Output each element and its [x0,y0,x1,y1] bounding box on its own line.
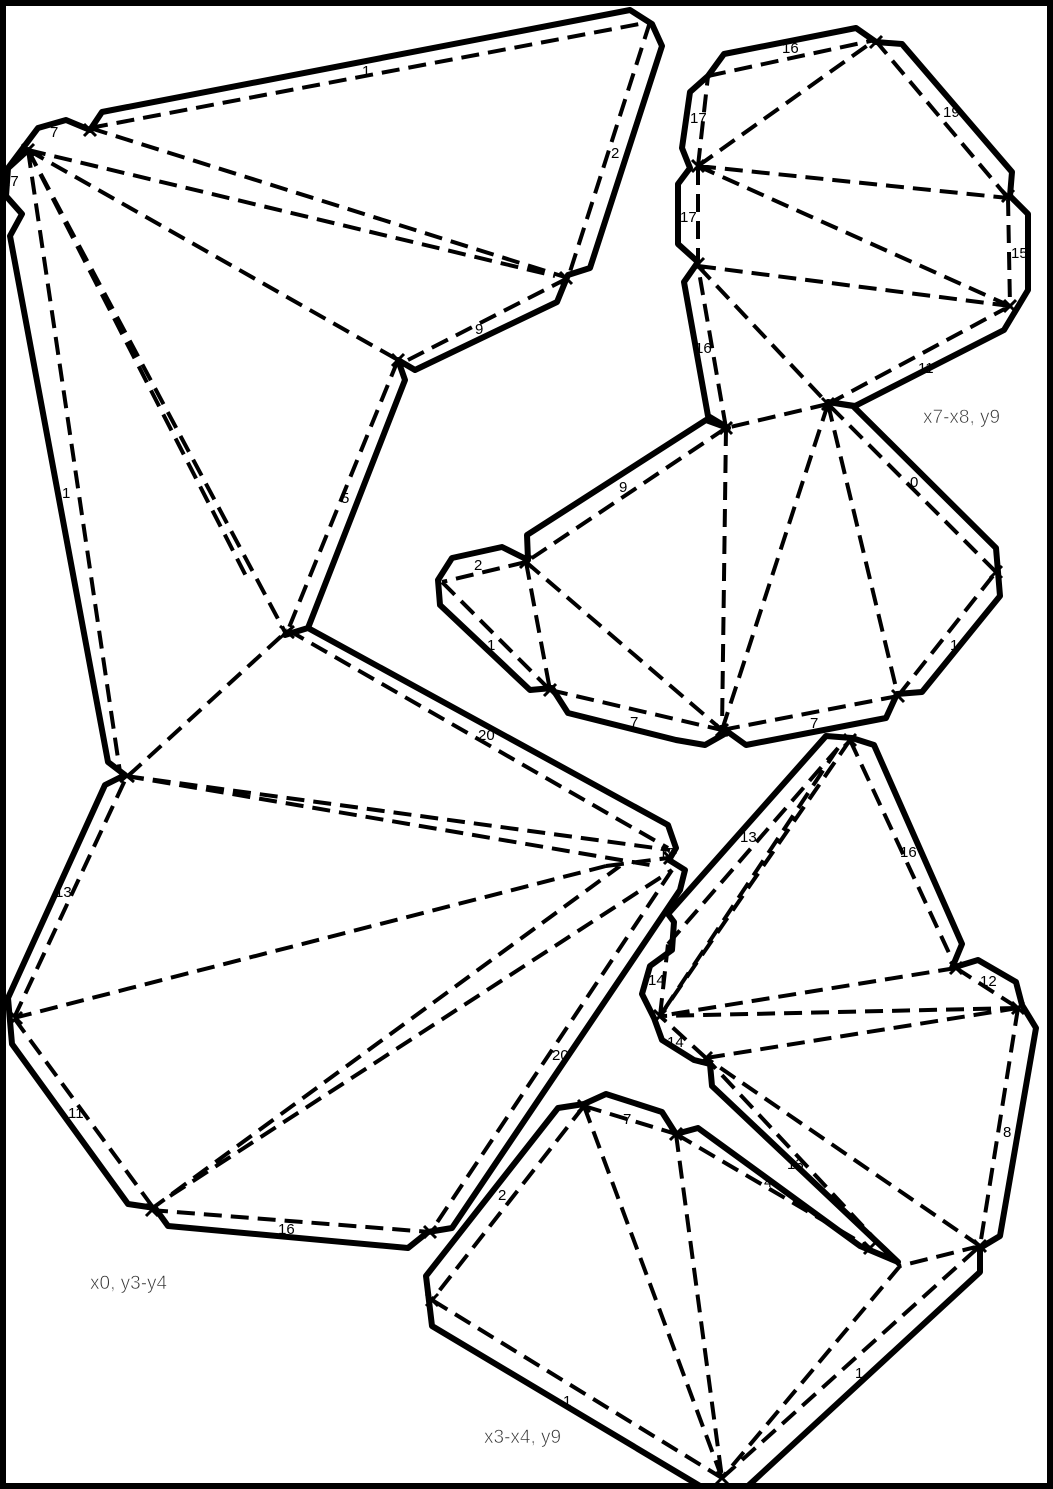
piece-label: x7-x8, y9 [923,407,1000,428]
edge-label: 1 [950,637,958,654]
edge-label: 7 [623,1111,631,1128]
edge-label: 0 [910,474,918,491]
edge-label: 17 [690,110,707,127]
edge-label: 20 [478,727,495,744]
edge-label: 13 [740,829,757,846]
edge-label: 2 [474,557,482,574]
edge-label: 17 [2,173,19,190]
edge-label: 2 [611,145,619,162]
edge-label: 15 [1011,245,1028,262]
edge-label: 1 [563,1393,571,1410]
edge-label: 13 [787,1156,804,1173]
vertex-mark [518,34,1018,738]
edge-label: 13 [55,884,72,901]
edge-label: 11 [918,360,934,377]
edge-label: 1 [362,63,370,80]
edge-label: 16 [695,340,712,357]
edge-label: 9 [475,321,483,338]
vertex-mark [424,732,1026,1486]
edge-label: 1 [487,637,495,654]
edge-label: 16 [782,40,799,57]
fold-lines [430,738,1020,1480]
edge-label: 1 [62,485,70,502]
edge-label: 7 [630,714,638,731]
fold-lines [440,38,1012,732]
edge-label: 17 [680,209,697,226]
edge-label: 11 [68,1105,84,1122]
vertex-marks [8,34,1026,1486]
edge-label: 5 [341,490,349,507]
edge-label: 14 [667,1034,684,1051]
edge-label: 4 [764,1174,772,1191]
edge-label: 14 [648,972,665,989]
vertex-mark [8,122,678,1240]
fold-lines [12,20,674,1234]
edge-label: 12 [980,973,997,990]
edge-label: 19 [943,104,960,121]
edge-label: 9 [619,479,627,496]
edge-label: 7 [50,124,58,141]
edge-label: 16 [278,1221,295,1238]
edge-label: 7 [810,715,818,732]
edge-label: 8 [1003,1124,1011,1141]
edge-label: 16 [900,844,917,861]
edge-label: 20 [552,1047,569,1064]
piece-label: x3-x4, y9 [484,1427,561,1448]
edge-label: 1 [855,1365,863,1382]
piece-label: x0, y3-y4 [90,1273,168,1294]
edge-label: 2 [498,1187,506,1204]
